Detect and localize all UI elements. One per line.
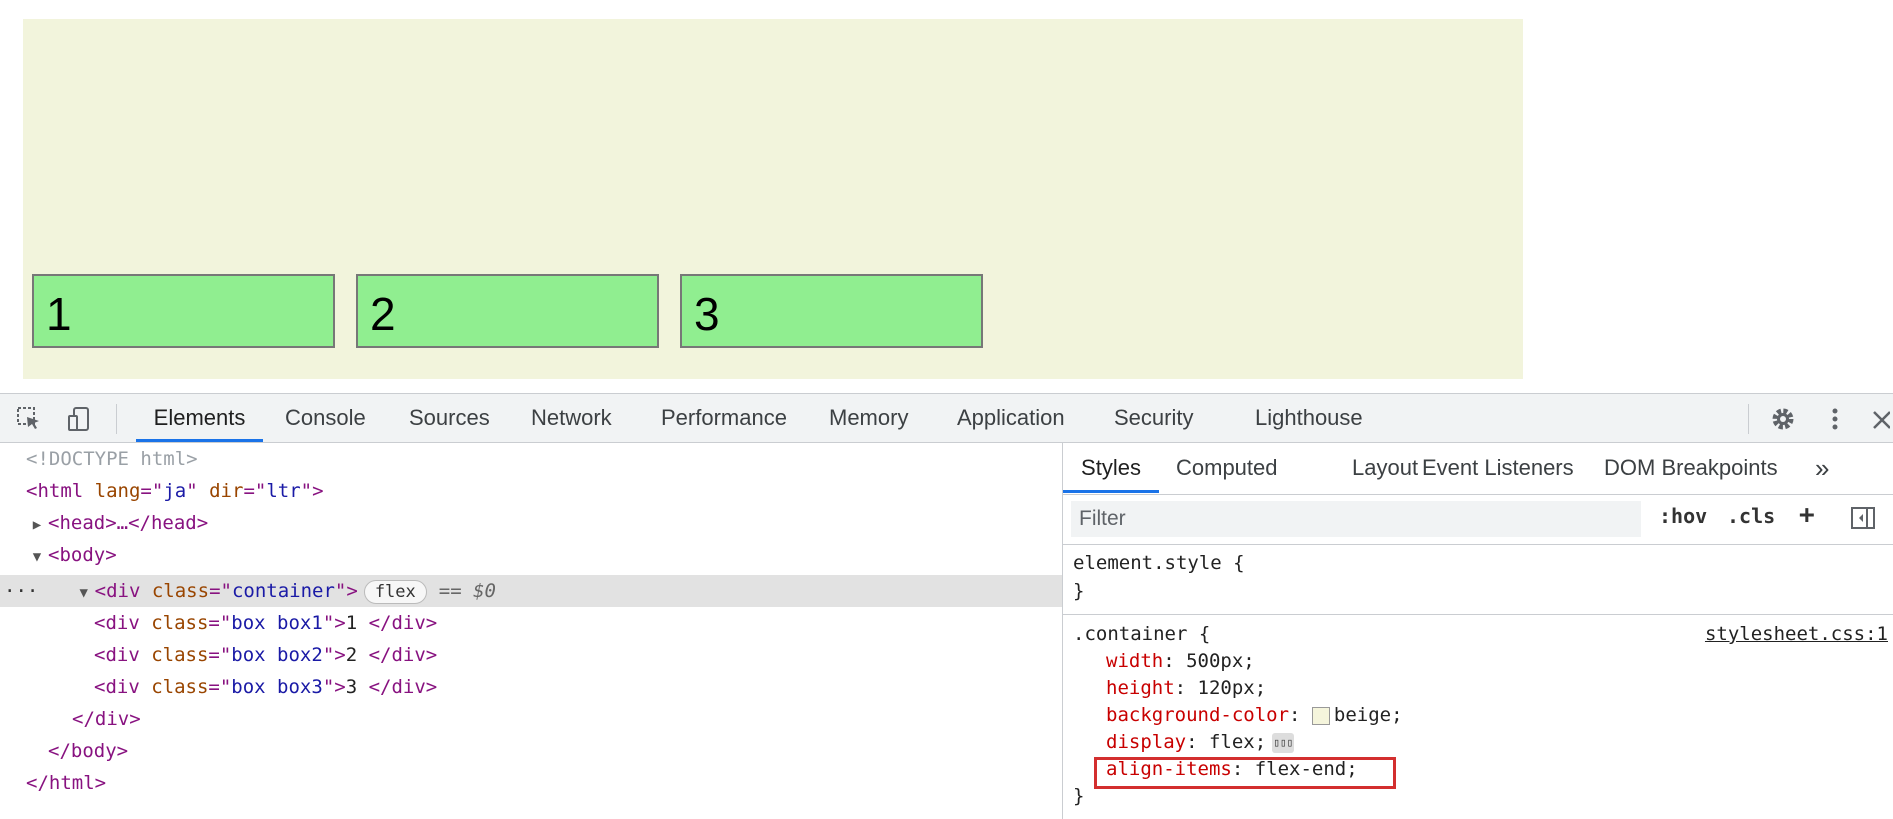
div-close-node[interactable]: </div>: [72, 708, 141, 730]
tab-styles[interactable]: Styles: [1063, 443, 1159, 493]
selected-marker: == $0: [438, 580, 496, 602]
head-node[interactable]: ▶<head>…</head>: [26, 507, 208, 539]
hov-toggle[interactable]: :hov: [1659, 504, 1708, 528]
align-items-highlight-box: [1094, 757, 1396, 789]
tab-dom-breakpoints[interactable]: DOM Breakpoints: [1604, 455, 1778, 480]
box-3: 3: [680, 274, 983, 348]
html-node[interactable]: <html lang="ja" dir="ltr">: [26, 480, 324, 502]
selected-node-highlight: [0, 575, 1062, 607]
prop-height[interactable]: height: 120px;: [1106, 677, 1267, 699]
elements-panel: <!DOCTYPE html> <html lang="ja" dir="ltr…: [0, 443, 1062, 819]
flexbox-editor-icon[interactable]: ▯▯▯: [1272, 732, 1295, 753]
box-1: 1: [32, 274, 335, 348]
toolbar-divider: [116, 404, 117, 434]
toolbar-divider-right: [1748, 404, 1749, 434]
prop-width[interactable]: width: 500px;: [1106, 650, 1255, 672]
prop-background-color[interactable]: background-color: beige;: [1106, 704, 1403, 726]
tab-lighthouse[interactable]: Lighthouse: [1255, 405, 1363, 430]
tab-security[interactable]: Security: [1114, 405, 1194, 430]
devtools-toolbar: Elements Console Sources Network Perform…: [0, 393, 1893, 443]
node-actions-icon[interactable]: ···: [4, 580, 39, 602]
device-toolbar-icon[interactable]: [66, 406, 92, 432]
tab-performance[interactable]: Performance: [661, 405, 787, 430]
prop-display[interactable]: display: flex;▯▯▯: [1106, 731, 1295, 753]
html-close-node[interactable]: </html>: [26, 772, 107, 794]
tab-console[interactable]: Console: [285, 405, 366, 430]
color-swatch[interactable]: [1311, 706, 1330, 725]
tab-memory[interactable]: Memory: [829, 405, 909, 430]
container-selector[interactable]: .container {: [1073, 623, 1211, 645]
tab-application[interactable]: Application: [957, 405, 1065, 430]
doctype-node[interactable]: <!DOCTYPE html>: [26, 448, 198, 470]
collapse-triangle-icon[interactable]: ▼: [32, 549, 42, 565]
styles-subtabs: Styles Computed Layout Event Listeners D…: [1063, 443, 1893, 495]
container-rule-close: }: [1073, 785, 1085, 807]
container-rule: .container { stylesheet.css:1 width: 500…: [1063, 615, 1893, 819]
box1-node[interactable]: <div class="box box1">1 </div>: [94, 612, 438, 634]
prop-align-items[interactable]: align-items: flex-end;: [1106, 758, 1358, 780]
tab-computed[interactable]: Computed: [1176, 455, 1278, 480]
tab-event-listeners[interactable]: Event Listeners: [1422, 455, 1574, 480]
tab-elements[interactable]: Elements: [136, 394, 263, 442]
more-options-icon[interactable]: [1822, 406, 1848, 432]
element-style-close: }: [1073, 580, 1085, 602]
body-node[interactable]: ▼<body>: [26, 539, 117, 571]
more-tabs-icon[interactable]: »: [1815, 453, 1830, 483]
expand-triangle-icon[interactable]: ▶: [32, 517, 42, 533]
flex-badge[interactable]: flex: [363, 579, 427, 604]
styles-filter-input[interactable]: Filter: [1071, 501, 1641, 537]
inspect-element-icon[interactable]: [16, 406, 42, 432]
toggle-sidebar-icon[interactable]: [1850, 505, 1876, 531]
stylesheet-link[interactable]: stylesheet.css:1: [1704, 623, 1888, 645]
filter-row: Filter :hov .cls +: [1063, 494, 1893, 545]
tab-layout[interactable]: Layout: [1352, 455, 1419, 480]
styles-pane: Styles Computed Layout Event Listeners D…: [1062, 443, 1893, 819]
gear-icon[interactable]: [1770, 406, 1796, 432]
box3-node[interactable]: <div class="box box3">3 </div>: [94, 676, 438, 698]
box-2: 2: [356, 274, 659, 348]
collapse-triangle-icon[interactable]: ▼: [79, 585, 88, 601]
element-style-selector[interactable]: element.style {: [1073, 552, 1245, 574]
new-rule-button[interactable]: +: [1799, 500, 1815, 530]
cls-toggle[interactable]: .cls: [1727, 504, 1776, 528]
tab-sources[interactable]: Sources: [409, 405, 490, 430]
body-close-node[interactable]: </body>: [48, 740, 129, 762]
element-style-rule: element.style { }: [1063, 544, 1893, 615]
container-node[interactable]: ··· ▼<div class="container">flex== $0: [4, 575, 496, 607]
box2-node[interactable]: <div class="box box2">2 </div>: [94, 644, 438, 666]
tab-network[interactable]: Network: [531, 405, 612, 430]
close-icon[interactable]: [1870, 406, 1890, 432]
